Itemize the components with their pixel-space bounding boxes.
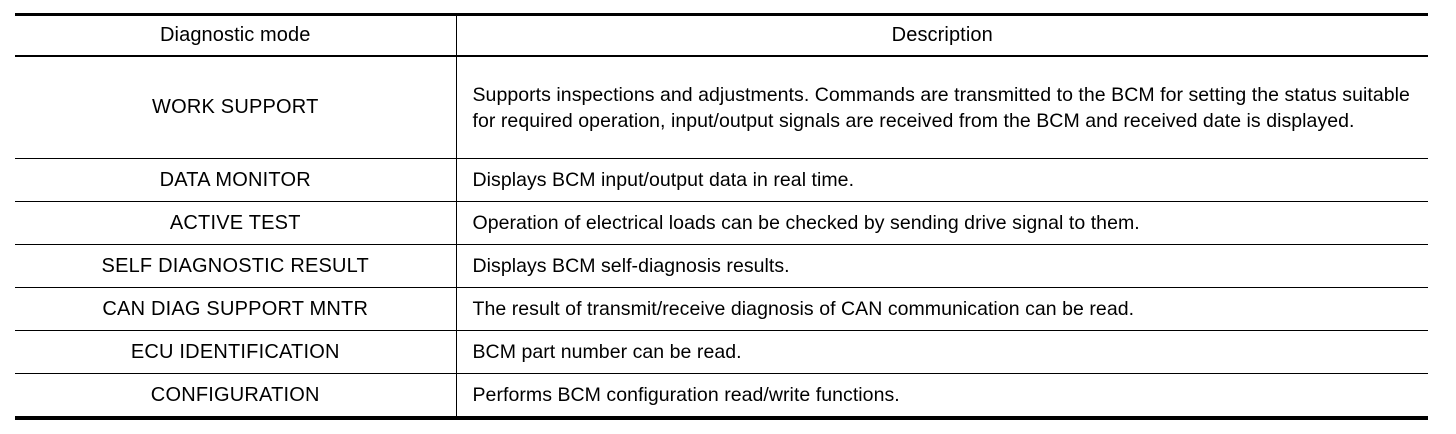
table-row-data-monitor: DATA MONITOR Displays BCM input/output d…	[15, 158, 1428, 202]
cell-description-ecu-identification: BCM part number can be read.	[456, 330, 1428, 374]
cell-mode-ecu-identification: ECU IDENTIFICATION	[15, 330, 457, 374]
table-body: WORK SUPPORT Supports inspections and ad…	[15, 56, 1428, 420]
cell-mode-data-monitor: DATA MONITOR	[15, 158, 457, 202]
cell-mode-work-support: WORK SUPPORT	[15, 56, 457, 159]
cell-description-self-diagnostic-result: Displays BCM self-diagnosis results.	[456, 244, 1428, 288]
cell-description-data-monitor: Displays BCM input/output data in real t…	[456, 158, 1428, 202]
table-header-row: Diagnostic mode Description	[15, 13, 1428, 57]
cell-description-can-diag-support-mntr: The result of transmit/receive diagnosis…	[456, 287, 1428, 331]
column-header-diagnostic-mode: Diagnostic mode	[15, 13, 457, 57]
table-row-active-test: ACTIVE TEST Operation of electrical load…	[15, 201, 1428, 245]
column-header-description: Description	[456, 13, 1428, 57]
cell-description-configuration: Performs BCM configuration read/write fu…	[456, 373, 1428, 420]
cell-mode-self-diagnostic-result: SELF DIAGNOSTIC RESULT	[15, 244, 457, 288]
table-row-can-diag-support-mntr: CAN DIAG SUPPORT MNTR The result of tran…	[15, 287, 1428, 331]
table-row-ecu-identification: ECU IDENTIFICATION BCM part number can b…	[15, 330, 1428, 374]
cell-mode-configuration: CONFIGURATION	[15, 373, 457, 420]
table-row-self-diagnostic-result: SELF DIAGNOSTIC RESULT Displays BCM self…	[15, 244, 1428, 288]
cell-mode-active-test: ACTIVE TEST	[15, 201, 457, 245]
table-row-work-support: WORK SUPPORT Supports inspections and ad…	[15, 56, 1428, 159]
table-head: Diagnostic mode Description	[15, 13, 1428, 57]
diagnostic-mode-table: Diagnostic mode Description WORK SUPPORT…	[15, 13, 1428, 420]
cell-description-work-support: Supports inspections and adjustments. Co…	[456, 56, 1428, 159]
cell-description-active-test: Operation of electrical loads can be che…	[456, 201, 1428, 245]
table-row-configuration: CONFIGURATION Performs BCM configuration…	[15, 373, 1428, 420]
cell-mode-can-diag-support-mntr: CAN DIAG SUPPORT MNTR	[15, 287, 457, 331]
diagnostic-mode-table-wrapper: Diagnostic mode Description WORK SUPPORT…	[15, 13, 1428, 420]
